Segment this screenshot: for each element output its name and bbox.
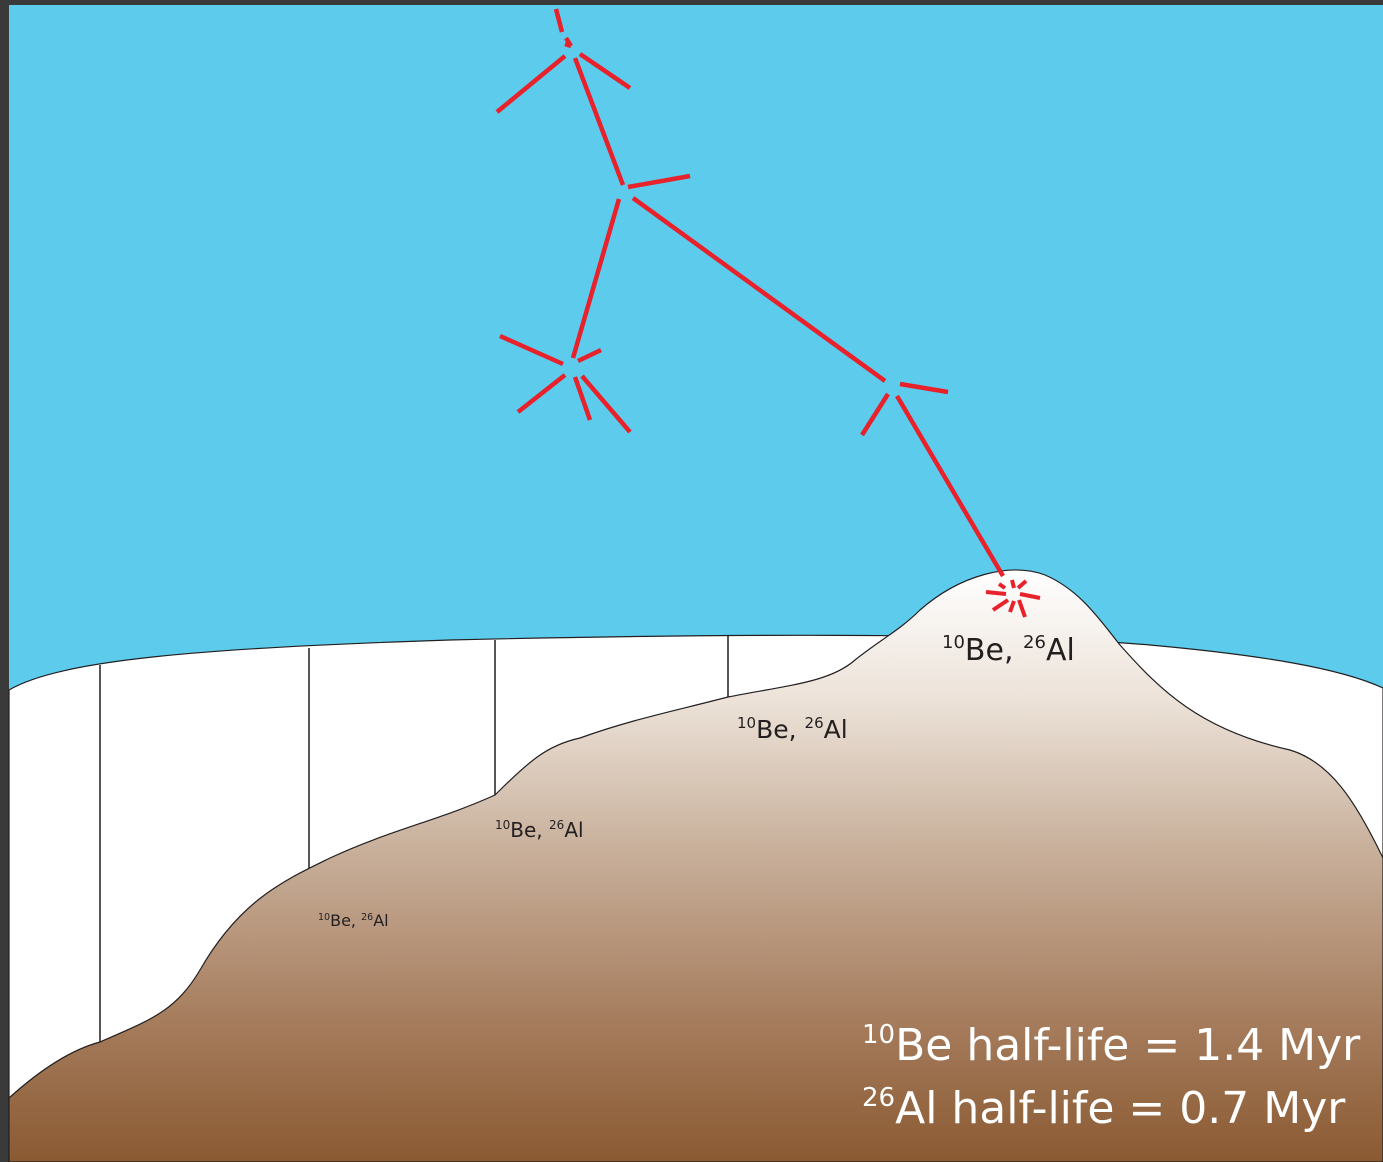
ice-flow-lines	[99, 636, 729, 1045]
mountain-bedrock	[8, 569, 1383, 1162]
collision-node-3	[499, 333, 632, 434]
legend-al-half-life: 26Al half-life = 0.7 Myr	[862, 1083, 1346, 1134]
legend-be-half-life: 10Be half-life = 1.4 Myr	[862, 1020, 1361, 1071]
nuclide-label-upper-slope: 10Be, 26Al	[737, 714, 848, 744]
collision-node-1	[495, 36, 632, 186]
nuclide-label-summit: 10Be, 26Al	[942, 632, 1075, 668]
nuclide-label-lower-slope: 10Be, 26Al	[318, 911, 389, 930]
cosmic-ray-cascade	[495, 8, 1041, 618]
collision-node-4	[860, 381, 1005, 578]
impact-burst	[985, 579, 1041, 618]
cosmic-ray-primary	[553, 8, 565, 33]
collision-node-2	[570, 173, 887, 383]
nuclide-label-mid-slope: 10Be, 26Al	[495, 818, 584, 842]
